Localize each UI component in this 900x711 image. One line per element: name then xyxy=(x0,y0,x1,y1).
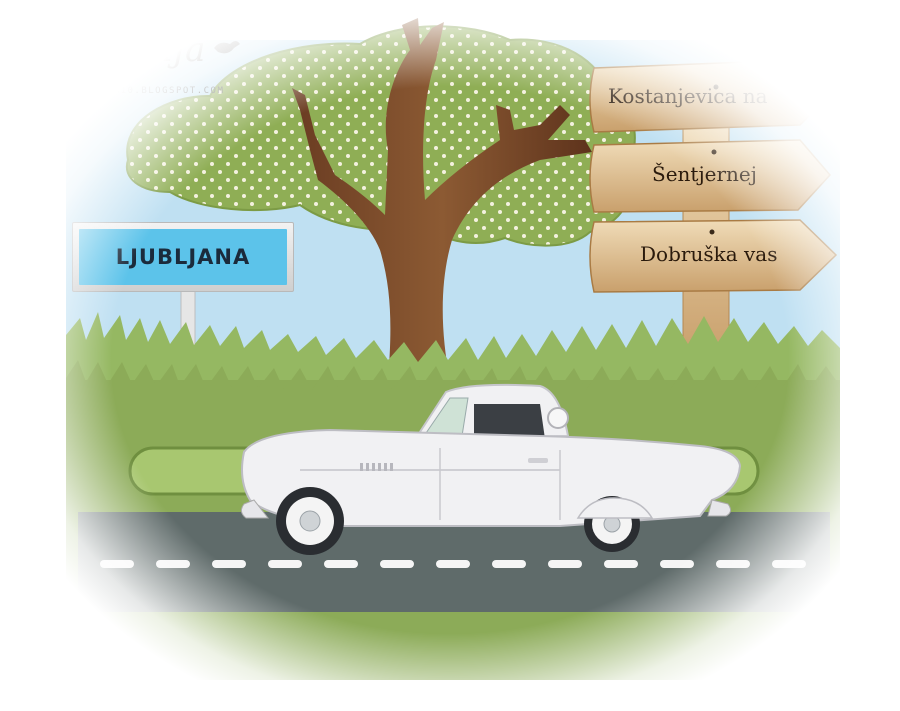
signpost-label-3: Dobruška vas xyxy=(640,242,778,266)
watermark-url: JANJA10.BLOGSPOT.COM xyxy=(86,86,225,96)
city-sign-panel: LJUBLJANA xyxy=(79,229,287,285)
watermark-signature: by Janja xyxy=(60,30,207,70)
signpost-label-2: Šentjernej xyxy=(652,162,757,186)
city-sign: LJUBLJANA xyxy=(72,222,294,292)
city-sign-text: LJUBLJANA xyxy=(115,245,251,269)
signpost-label-1: Kostanjevica na xyxy=(608,84,768,108)
watermark: by Janja JANJA10.BLOGSPOT.COM xyxy=(22,28,242,108)
